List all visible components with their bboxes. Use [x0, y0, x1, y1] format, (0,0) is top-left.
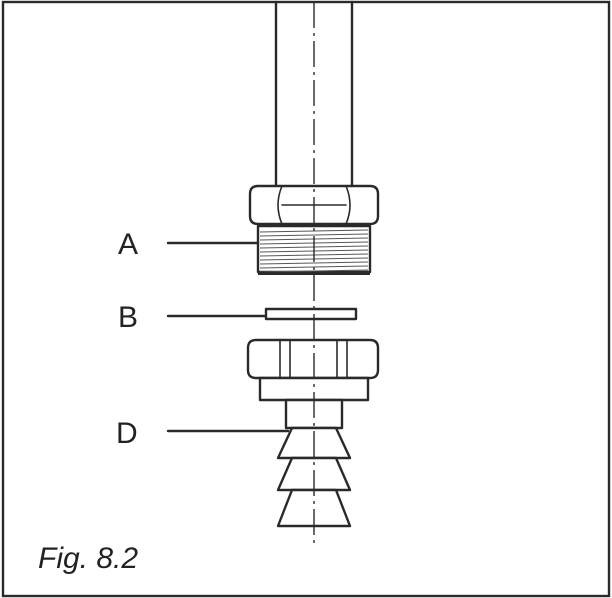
- thread-line: [259, 269, 369, 273]
- washer-b: [264, 307, 358, 321]
- figure-caption: Fig. 8.2: [38, 542, 138, 575]
- label-d: D: [116, 417, 138, 450]
- lower-hex-nut: [246, 338, 380, 402]
- label-a: A: [118, 228, 138, 261]
- thread-line: [259, 261, 369, 265]
- pipe: [274, 0, 354, 188]
- label-b: B: [118, 301, 138, 334]
- thread-line: [259, 233, 369, 237]
